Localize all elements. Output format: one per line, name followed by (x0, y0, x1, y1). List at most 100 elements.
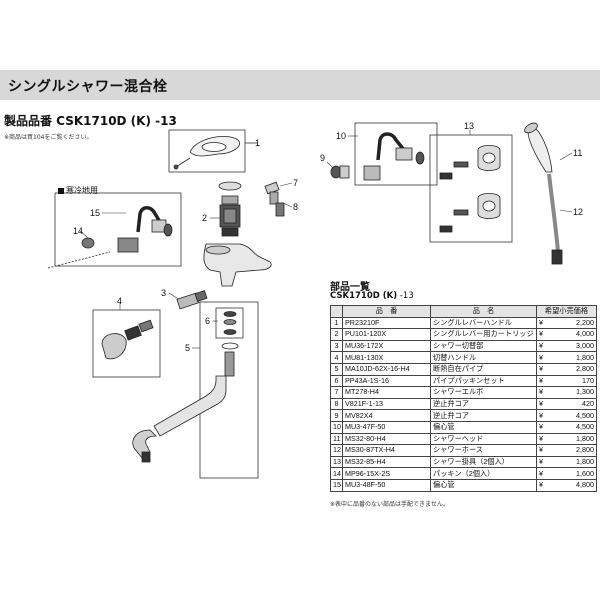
row-no: 5 (330, 362, 343, 376)
callout-11: 11 (573, 148, 583, 158)
eccentric-pipe-part (363, 132, 425, 181)
row-name: シャワーホース (430, 444, 537, 457)
row-code: MP96-15X-2S (342, 467, 431, 480)
packing-part (47, 237, 111, 269)
row-no: 7 (330, 386, 343, 399)
row-no: 11 (330, 432, 343, 446)
header-no (330, 305, 343, 318)
section-title: シングルシャワー混合栓 (8, 79, 168, 95)
header-code: 品 番 (342, 305, 431, 318)
callout-15: 15 (90, 208, 101, 218)
shower-hook-part (439, 145, 501, 233)
cold-region-box (54, 192, 182, 267)
row-code: V821F-1-13 (342, 397, 431, 411)
check-valve-core-part (275, 202, 285, 217)
row-name: シャワー掛具（2個入） (430, 455, 537, 469)
cold-region-eccentric-part (117, 206, 173, 253)
row-name: 偏心管 (430, 420, 537, 434)
currency-symbol: ¥ (539, 387, 543, 397)
row-price: ¥170 (536, 374, 597, 388)
parts-footnote: ※表中に品番のない部品は手配できません。 (330, 501, 449, 508)
callout-4: 4 (117, 296, 123, 306)
row-no: 10 (330, 420, 343, 434)
callout-6: 6 (205, 316, 211, 326)
row-price: ¥1,600 (536, 467, 597, 480)
row-price: ¥4,500 (536, 420, 597, 434)
square-bullet-icon (58, 187, 64, 194)
price-value: 4,800 (576, 480, 594, 490)
currency-symbol: ¥ (539, 329, 543, 339)
row-price: ¥2,800 (536, 444, 597, 457)
check-valve-part (330, 165, 350, 179)
row-code: MU36-172X (342, 339, 431, 353)
currency-symbol: ¥ (539, 433, 543, 443)
row-code: MT278-H4 (342, 386, 431, 399)
header-name: 品 名 (430, 305, 537, 318)
row-no: 3 (330, 339, 343, 353)
row-no: 14 (330, 467, 343, 480)
callout-9: 9 (320, 153, 326, 163)
callout-3: 3 (161, 288, 167, 298)
row-name: シングルレバーハンドル (430, 316, 537, 330)
row-price: ¥4,800 (536, 478, 597, 492)
shower-head-part (524, 122, 553, 173)
row-code: MU3-48F-50 (342, 478, 431, 492)
row-price: ¥1,800 (536, 455, 597, 469)
cartridge-part (218, 181, 242, 237)
callout-5: 5 (185, 343, 191, 353)
shower-diverter-part (176, 290, 208, 310)
row-code: MS32-80-H4 (342, 432, 431, 446)
row-code: PU101-120X (342, 328, 431, 341)
row-no: 1 (330, 316, 343, 330)
row-code: MA10JD-62X-16-H4 (342, 362, 431, 376)
row-no: 8 (330, 397, 343, 411)
row-price: ¥2,200 (536, 316, 597, 330)
row-no: 15 (330, 478, 343, 492)
price-value: 1,300 (576, 387, 594, 397)
row-name: シャワーエルボ (430, 386, 537, 399)
currency-symbol: ¥ (539, 341, 543, 351)
parts-list-title: 部品一覧 (330, 282, 370, 293)
product-number: 製品品番 CSK1710D (K) -13 (4, 114, 177, 128)
row-price: ¥3,000 (536, 339, 597, 353)
currency-symbol: ¥ (539, 399, 543, 409)
price-value: 1,800 (576, 433, 594, 443)
catalog-note: ※商品は買104をご覧ください。 (4, 134, 93, 141)
callout-2: 2 (202, 213, 208, 223)
row-price: ¥1,800 (536, 351, 597, 364)
price-value: 1,800 (576, 352, 594, 362)
price-value: 2,800 (576, 445, 594, 455)
price-value: 170 (582, 375, 594, 385)
price-value: 2,200 (576, 317, 594, 327)
row-no: 13 (330, 455, 343, 469)
price-value: 4,000 (576, 329, 594, 339)
part-13-box (429, 134, 513, 243)
part-6-box (215, 307, 244, 339)
parts-list-model: CSK1710D (K) (330, 291, 398, 301)
header-price: 希望小売価格 (536, 305, 597, 318)
row-name: パイプパッキンセット (430, 374, 537, 388)
row-price: ¥4,500 (536, 409, 597, 422)
row-price: ¥1,800 (536, 432, 597, 446)
callout-12: 12 (573, 207, 584, 217)
row-name: シングルレバー用カートリッジ (430, 328, 537, 341)
callout-1: 1 (255, 138, 261, 148)
callout-14: 14 (73, 226, 84, 236)
row-name: 断熱自在パイプ (430, 362, 537, 376)
row-price: ¥420 (536, 397, 597, 411)
cold-region-label: 寒冷地用 (58, 185, 98, 196)
currency-symbol: ¥ (539, 480, 543, 490)
callout-7: 7 (293, 178, 299, 188)
